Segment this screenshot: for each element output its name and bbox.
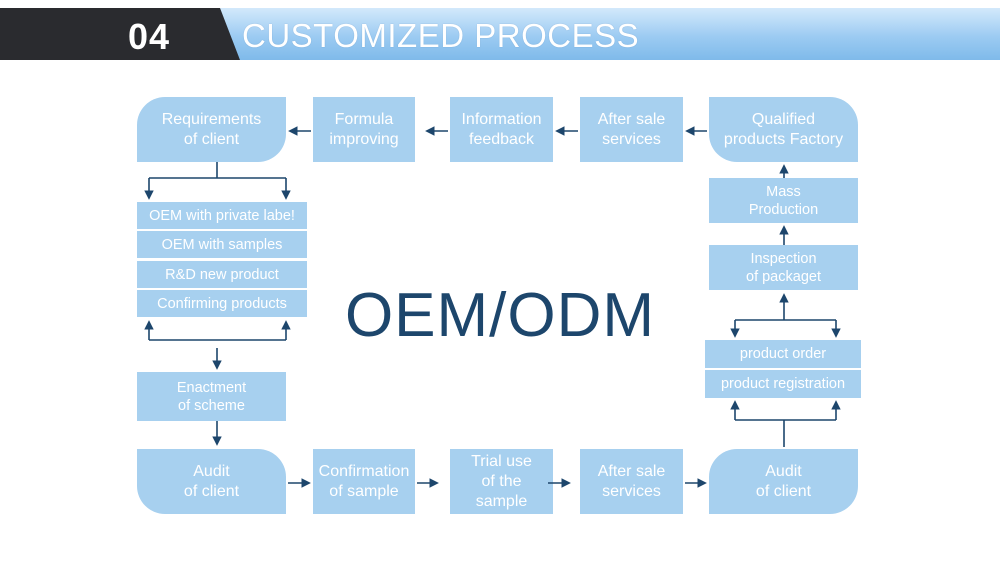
option-confirming-products: Confirming products: [137, 290, 307, 317]
node-information-feedback: Information feedback: [450, 97, 553, 162]
section-number: 04: [128, 16, 171, 57]
node-inspection-of-packaget: Inspection of packaget: [709, 245, 858, 290]
node-qualified-products-factory: Qualified products Factory: [709, 97, 858, 162]
node-product-order: product order: [705, 340, 861, 368]
node-requirements-of-client: Requirements of client: [137, 97, 286, 162]
node-formula-improving: Formula improving: [313, 97, 415, 162]
header-title-band: [220, 8, 1000, 60]
option-rd-new-product: R&D new product: [137, 261, 307, 288]
node-mass-production: Mass Production: [709, 178, 858, 223]
node-enactment-of-scheme: Enactment of scheme: [137, 372, 286, 421]
node-audit-of-client-right: Audit of client: [709, 449, 858, 514]
node-trial-use-of-the-sample: Trial use of the sample: [450, 449, 553, 514]
node-after-sale-services-bottom: After sale services: [580, 449, 683, 514]
node-confirmation-of-sample: Confirmation of sample: [313, 449, 415, 514]
center-label: OEM/ODM: [344, 281, 656, 350]
header-number-band: [0, 8, 240, 60]
node-after-sale-services-top: After sale services: [580, 97, 683, 162]
option-oem-with-samples: OEM with samples: [137, 231, 307, 258]
node-product-registration: product registration: [705, 370, 861, 398]
section-header: 04 CUSTOMIZED PROCESS: [0, 8, 1000, 60]
node-audit-of-client-left: Audit of client: [137, 449, 286, 514]
option-oem-private-label: OEM with private labe!: [137, 202, 307, 229]
section-title: CUSTOMIZED PROCESS: [242, 17, 640, 54]
